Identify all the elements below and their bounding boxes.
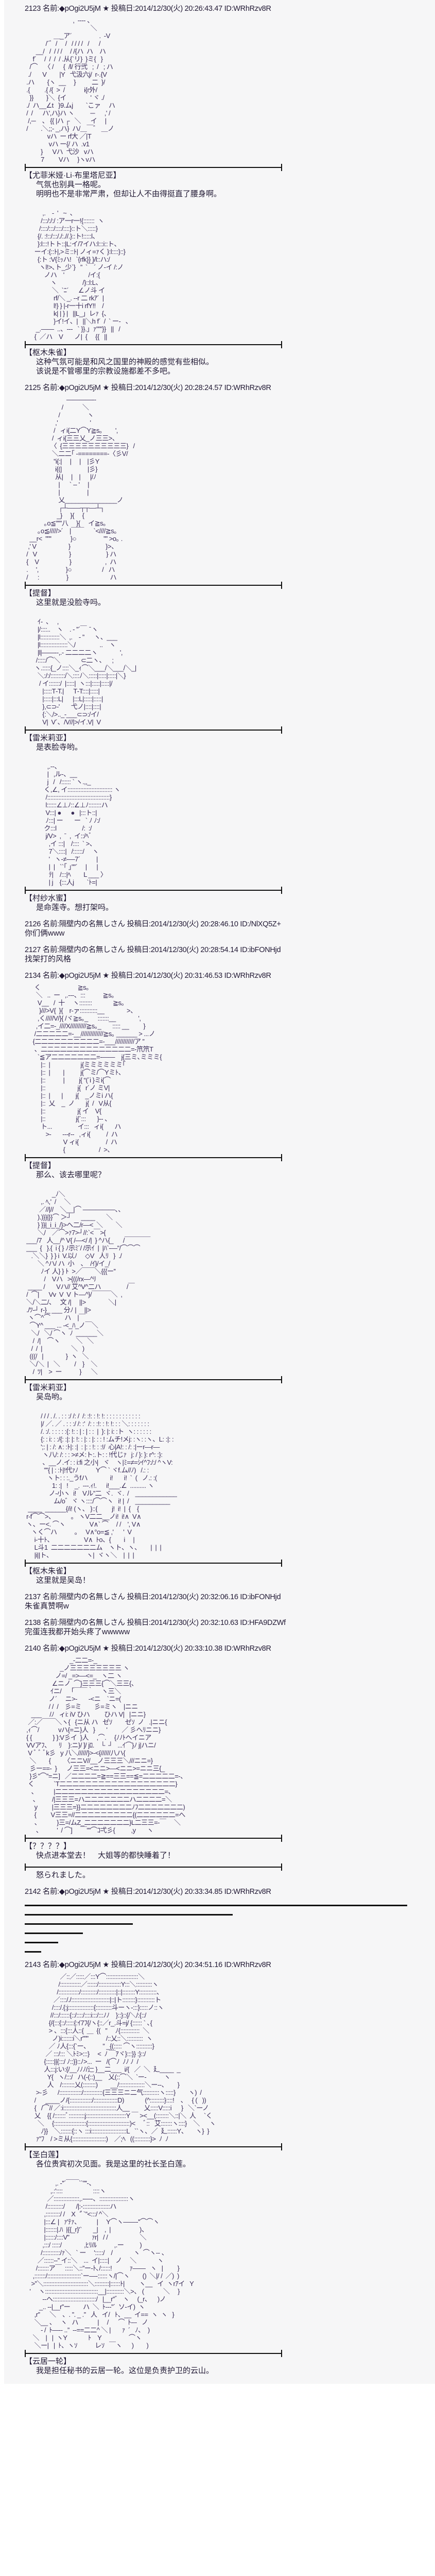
dialogue-line: 这里就是没脸寺吗。	[36, 598, 106, 607]
comment-body: 朱雀真赞啊w	[25, 1602, 69, 1611]
thread-page: 2123 名前:◆pOgi2U5jM ★ 投稿日:2014/12/30(火) 2…	[4, 0, 435, 2384]
post-header: 2123 名前:◆pOgi2U5jM ★ 投稿日:2014/12/30(火) 2…	[25, 5, 271, 13]
divider-rule	[25, 1154, 282, 1161]
transition-bar	[25, 1923, 133, 1925]
dialogue-line: 是命莲寺。想打架吗。	[36, 903, 114, 912]
divider-rule	[25, 2350, 282, 2357]
ascii-art-suzaku: ,. - ' ~ 、 /:::/:/:/ :ア一r一!{::::::: ヽ /:…	[34, 209, 132, 341]
divider-rule	[25, 726, 282, 734]
comment-body: 你们俩www	[25, 929, 65, 938]
transition-bar	[25, 1933, 83, 1934]
speaker-name: 【村纱水蜜】	[25, 894, 72, 903]
dialogue-line: 各位贵宾初次见面。我是这里的社长圣白莲。	[36, 2160, 191, 2168]
ascii-art-ichirin-unzan: ,. ‐''´￣￣``”''‐、 ,.:':::: ::::ヽ ／:::::::…	[29, 2179, 194, 2349]
post-header: 2125 名前:◆pOgi2U5jM ★ 投稿日:2014/12/30(火) 2…	[25, 384, 271, 392]
dialogue-line: 这里就是吴岛！	[36, 1576, 91, 1585]
ascii-art-unknown-character: _-二二=-_ _ノ三三三三三三三三 ヽ ノ=/ _=>―<=_ ヽ二 ヽ ∠ニ…	[26, 1656, 187, 1834]
dialogue-line: 这种气氛可能是和风之国里的神殿的感觉有些相似。	[36, 358, 214, 366]
speaker-name: 【枢木朱雀】	[25, 348, 72, 357]
divider-rule	[25, 887, 282, 894]
divider-rule	[25, 164, 282, 171]
dialogue-line: 快点进本堂去！ 大姐等的都快睡着了！	[36, 1851, 176, 1860]
ascii-art-remilia: _ﾉ＼ ,. ﾍ,' / ＼ ／//|// ＼__|⌒ ―――――、、 ).)}…	[26, 1190, 150, 1376]
ascii-art-remilia: ｲ- 、 , |/::::.. ヽ . ‐ ”´￣ ̄ ヽ |l::::::::…	[34, 618, 137, 726]
divider-rule	[25, 1863, 282, 1871]
divider-rule	[25, 1560, 282, 1567]
comment-body: 找架打的风格	[25, 955, 72, 963]
speaker-name: 【？？？？】	[25, 1842, 72, 1851]
dialogue-line: 是表脸寺哟。	[36, 743, 83, 752]
dialogue-line: 吴岛哟。	[36, 1393, 67, 1401]
narration-note: 怒られました。	[36, 1871, 91, 1879]
divider-rule	[25, 1835, 282, 1842]
ascii-art-suzaku: / / / . /. . : : :/ /: / /: :!: : !: !: …	[26, 1412, 177, 1559]
post-header: 2134 名前:◆pOgi2U5jM ★ 投稿日:2014/12/30(火) 2…	[25, 972, 271, 980]
transition-bar	[25, 1942, 58, 1943]
dialogue-line: 那么、该去哪里呢？	[36, 1171, 106, 1179]
ascii-art-byakuren: ／::／:::::／:::Y⌒::::::::::::::::::::＼ /::…	[34, 1973, 216, 2143]
divider-rule	[25, 1376, 282, 1383]
post-header: 2126 名前:隔壁内の名無しさん 投稿日:2014/12/30(火) 20:2…	[25, 920, 281, 928]
speaker-name: 【提督】	[25, 1161, 56, 1170]
transition-bars	[4, 1905, 435, 1953]
divider-rule	[25, 582, 282, 589]
post-header: 2138 名前:隔壁内の名無しさん 投稿日:2014/12/30(火) 20:3…	[25, 1619, 286, 1627]
dialogue-line: 我是担任秘书的云居一轮。这位是负责护卫的云山。	[36, 2366, 214, 2375]
divider-rule	[25, 2143, 282, 2150]
speaker-name: 【雷米莉亚】	[25, 734, 72, 742]
post-header: 2142 名前:◆pOgi2U5jM ★ 投稿日:2014/12/30(火) 2…	[25, 1888, 271, 1896]
speaker-name: 【提督】	[25, 589, 56, 598]
speaker-name: 【雷米莉亚】	[25, 1383, 72, 1392]
divider-rule	[25, 341, 282, 348]
speaker-name: 【圣白莲】	[25, 2150, 64, 2159]
post-header: 2143 名前:◆pOgi2U5jM ★ 投稿日:2014/12/30(火) 2…	[25, 1961, 271, 1969]
speaker-name: 【云居一轮】	[25, 2357, 72, 2366]
ascii-art-minamitsu: ,.--、 | ,ル-、__ j / /:::::: ` ヽ.,,_ く,∠, …	[44, 762, 120, 886]
dialogue-line: 明明也不是非常严肃，但却让人不由得挺直了腰身啊。	[36, 190, 222, 198]
transition-bar	[25, 1905, 407, 1906]
dialogue-line: 气氛也别具一格呢。	[36, 180, 106, 189]
transition-bar	[25, 1951, 41, 1953]
post-header: 2140 名前:◆pOgi2U5jM ★ 投稿日:2014/12/30(火) 2…	[25, 1645, 271, 1653]
transition-bar	[25, 1914, 233, 1916]
dialogue-line: 该说是不管哪里的宗教设施都差不多吧。	[36, 367, 176, 376]
speaker-name: 【尤菲米娅·Li·布里塔尼亚】	[25, 171, 121, 180]
post-header: 2127 名前:隔壁内の名無しさん 投稿日:2014/12/30(火) 20:2…	[25, 946, 281, 954]
post-header: 2137 名前:隔壁内の名無しさん 投稿日:2014/12/30(火) 20:3…	[25, 1593, 281, 1601]
comment-body: 完蛋连我都开始头疼了wwwww	[25, 1628, 130, 1636]
speaker-name: 【枢木朱雀】	[25, 1567, 72, 1575]
ascii-art-euphemia: , ‐‐‐‐ 、 ＼ ＿_ア´ . -V /´゛/ / / / / / / / …	[26, 16, 115, 163]
ascii-art-admiral: ――――-- / ＼ / ヽ ,' ' / ィi{二Y⌒Y≧s｡ ', / ィi…	[26, 396, 135, 581]
ascii-art-admiral: く ≧s｡ ＼ .. ー ,.-‐-、::: ≧s｡ V__ / 十 ヽ::::…	[32, 984, 162, 1154]
